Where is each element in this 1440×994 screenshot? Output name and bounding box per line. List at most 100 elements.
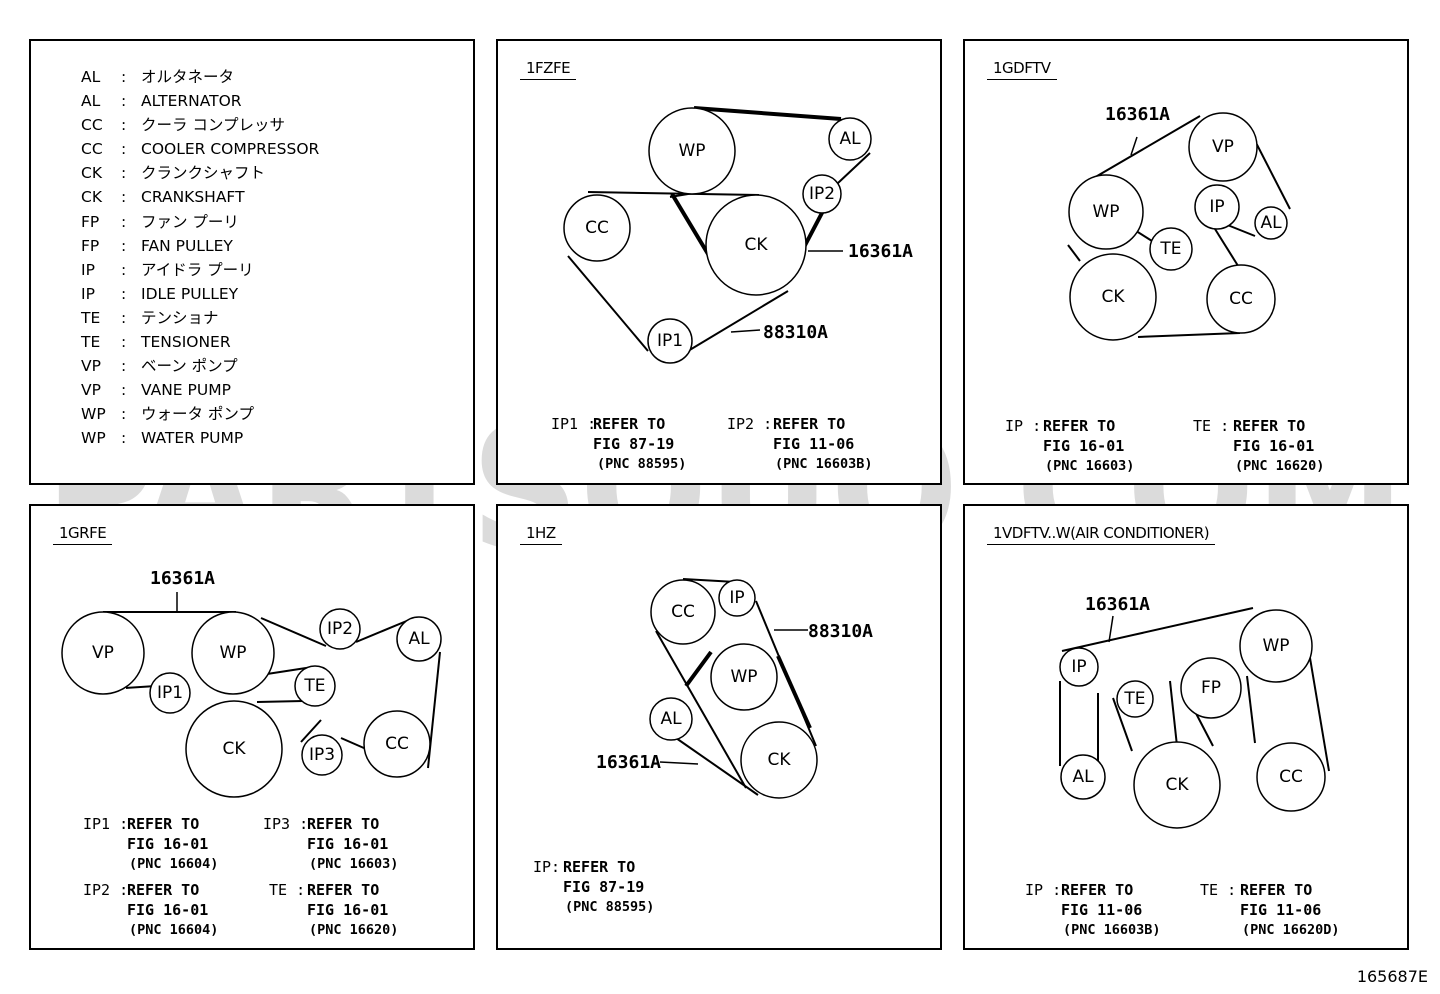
belt-16361a-segment <box>837 152 871 184</box>
pulley-ck <box>1069 253 1157 341</box>
reference-pnc: (PNC 16604) <box>129 856 219 872</box>
legend-code: FP <box>81 212 100 231</box>
legend-row: IP:アイドラ プーリ <box>81 258 319 282</box>
legend-text: アイドラ プーリ <box>141 260 254 279</box>
legend-row: FP:ファン プーリ <box>81 210 319 234</box>
part-number-label: 16361A <box>1105 104 1170 125</box>
pulley-ip <box>1059 647 1099 687</box>
reference-line: REFER TO <box>1240 881 1313 899</box>
legend-code: VP <box>81 381 101 400</box>
legend-separator: : <box>121 236 127 255</box>
reference-key: IP : <box>1005 417 1042 435</box>
pulley-label: IP <box>729 588 744 608</box>
pulley-ip1 <box>647 318 693 364</box>
pulley-label: CC <box>1229 289 1253 309</box>
pulley-label: TE <box>1159 239 1181 259</box>
reference-line: FIG 16-01 <box>307 835 389 853</box>
reference-pnc: (PNC 16604) <box>129 922 219 938</box>
belt-diagram-1vdftv: IP WP TE FP AL CK CC 16361A <box>1059 594 1330 829</box>
reference-pnc: (PNC 16603) <box>1045 458 1135 474</box>
legend-text: ファン プーリ <box>141 212 239 231</box>
pulley-label: CC <box>1279 767 1303 787</box>
pulley-al <box>1254 206 1288 240</box>
belt-segment <box>256 700 304 703</box>
pulley-ip3 <box>301 734 343 776</box>
part-number-label: 88310A <box>808 621 873 642</box>
reference-note: IP : REFER TO FIG 11-06 (PNC 16603B) <box>1025 880 1195 942</box>
pulley-label: CC <box>385 734 409 754</box>
legend-text: ALTERNATOR <box>141 92 242 111</box>
panel-1hz: 1HZ CC IP WP AL CK 88310A 16361A IP: REF… <box>496 504 942 950</box>
legend-separator: : <box>121 140 127 159</box>
reference-line: REFER TO <box>593 415 666 433</box>
legend-row: TE:テンショナ <box>81 306 319 330</box>
belt-diagram-1hz: CC IP WP AL CK 88310A 16361A <box>596 578 873 799</box>
pulley-label: AL <box>408 629 430 649</box>
pulley-label: CK <box>767 750 791 770</box>
legend-code: CC <box>81 140 103 159</box>
reference-line: FIG 87-19 <box>563 878 645 896</box>
legend-code: TE <box>81 308 101 327</box>
reference-pnc: (PNC 16620) <box>309 922 399 938</box>
pulley-te <box>1149 227 1193 271</box>
pulley-label: CK <box>744 235 768 255</box>
pulley-label: WP <box>1092 202 1119 222</box>
legend-row: VP:VANE PUMP <box>81 378 319 402</box>
belt-16361a-segment <box>670 192 713 261</box>
pulley-al <box>1060 754 1106 800</box>
belt-segment <box>1067 244 1081 262</box>
reference-key: IP1 : <box>83 815 129 833</box>
legend-separator: : <box>121 429 127 448</box>
pulley-label: IP3 <box>309 745 335 765</box>
belt-88310a-segment <box>567 255 649 352</box>
reference-line: REFER TO <box>1061 881 1134 899</box>
pulley-ck <box>1133 741 1221 829</box>
part-number-label: 16361A <box>1085 594 1150 615</box>
legend-row: WP:ウォータ ポンプ <box>81 402 319 426</box>
legend-text: TENSIONER <box>141 333 231 352</box>
reference-key: IP : <box>1025 881 1062 899</box>
belt-segment <box>1169 680 1178 747</box>
legend-panel: AL:オルタネータ AL:ALTERNATOR CC:クーラ コンプレッサ CC… <box>29 39 475 485</box>
reference-line: REFER TO <box>1043 417 1116 435</box>
pulley-te <box>294 665 336 707</box>
legend-text: IDLE PULLEY <box>141 284 239 303</box>
belt-16361a-segment <box>776 655 812 729</box>
pulley-label: CC <box>671 602 695 622</box>
belt-segment <box>260 617 327 647</box>
pulley-label: IP2 <box>809 184 835 204</box>
legend-text: テンショナ <box>141 308 219 327</box>
legend-text: COOLER COMPRESSOR <box>141 140 320 159</box>
pulley-wp <box>648 107 736 195</box>
pulley-wp <box>1239 609 1313 683</box>
reference-line: REFER TO <box>307 881 380 899</box>
legend-separator: : <box>121 357 127 376</box>
legend-code: WP <box>81 429 106 448</box>
reference-line: FIG 16-01 <box>127 901 209 919</box>
belt-88310a-segment <box>587 191 760 196</box>
legend-separator: : <box>121 68 127 86</box>
legend-separator: : <box>121 381 127 400</box>
reference-key: TE : <box>269 881 306 899</box>
pulley-al <box>396 616 442 662</box>
pulley-label: IP1 <box>657 331 683 351</box>
pulley-vp <box>1188 112 1258 182</box>
panel-1gdftv: 1GDFTV VP WP IP AL TE CK CC 16361A <box>963 39 1409 485</box>
part-number-label: 16361A <box>848 241 913 262</box>
belt-segment <box>1079 115 1201 187</box>
pulley-fp <box>1180 657 1242 719</box>
belt-88310a-segment <box>687 290 789 352</box>
pulley-label: AL <box>660 709 682 729</box>
pulley-ck <box>185 700 283 798</box>
legend-row: CK:クランクシャフト <box>81 161 319 185</box>
reference-note: IP: REFER TO FIG 87-19 (PNC 88595) <box>533 857 703 919</box>
panel-title: 1GRFE <box>53 524 113 545</box>
legend-separator: : <box>121 405 127 424</box>
legend-row: AL:ALTERNATOR <box>81 89 319 113</box>
legend-row: CC:クーラ コンプレッサ <box>81 113 319 137</box>
reference-pnc: (PNC 16603B) <box>1063 922 1161 938</box>
reference-note: IP1 : REFER TO FIG 87-19 (PNC 88595) <box>551 414 711 476</box>
belt-diagram-1grfe: VP WP IP2 AL IP1 TE CK IP3 CC 16361A <box>61 568 442 798</box>
reference-note: TE : REFER TO FIG 16-01 (PNC 16620) <box>269 880 449 942</box>
panel-title: 1FZFE <box>520 59 577 80</box>
